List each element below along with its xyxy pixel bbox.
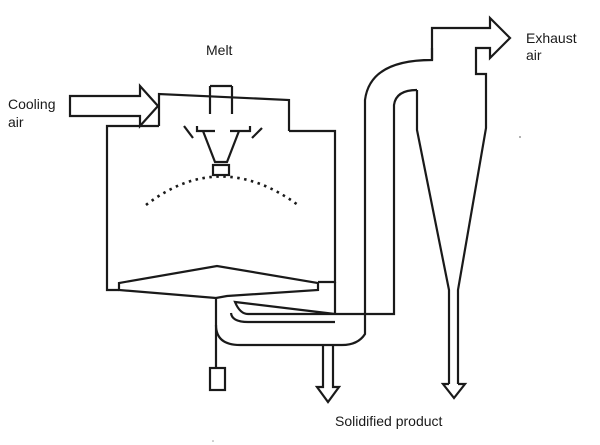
- air-distributor-cap: [157, 92, 291, 131]
- nozzle-arms: [195, 126, 252, 133]
- vent-slot-left: [183, 125, 194, 139]
- collection-cone: [117, 264, 320, 300]
- nozzle-funnel: [201, 130, 241, 164]
- cyclone-separator: [415, 48, 488, 384]
- spray-pattern: [145, 175, 299, 207]
- exhaust-air-label-line2: air: [526, 47, 542, 63]
- product-outlet-arrow: [314, 345, 342, 404]
- nozzle-tip: [211, 163, 231, 177]
- cyclone-discharge-arrow: [440, 382, 468, 400]
- transfer-duct-inner: [233, 88, 418, 316]
- scan-speck: [519, 136, 521, 138]
- scan-speck: [212, 440, 214, 442]
- cooling-air-arrow: [68, 83, 160, 129]
- cooling-air-label-line2: air: [8, 114, 24, 130]
- cooling-air-label-line1: Cooling: [8, 96, 56, 112]
- solidified-product-label: Solidified product: [335, 413, 443, 429]
- transfer-duct-floor: [229, 312, 335, 324]
- melt-feed-pipe: [208, 84, 234, 114]
- transfer-duct-outer: [214, 48, 434, 347]
- exhaust-air-arrow: [430, 15, 512, 61]
- spray-tower-wall: [105, 124, 337, 325]
- stirrer-weight: [208, 366, 227, 392]
- melt-label: Melt: [206, 42, 233, 58]
- vent-slot-right: [251, 127, 263, 139]
- exhaust-air-label-line1: Exhaust: [526, 30, 577, 46]
